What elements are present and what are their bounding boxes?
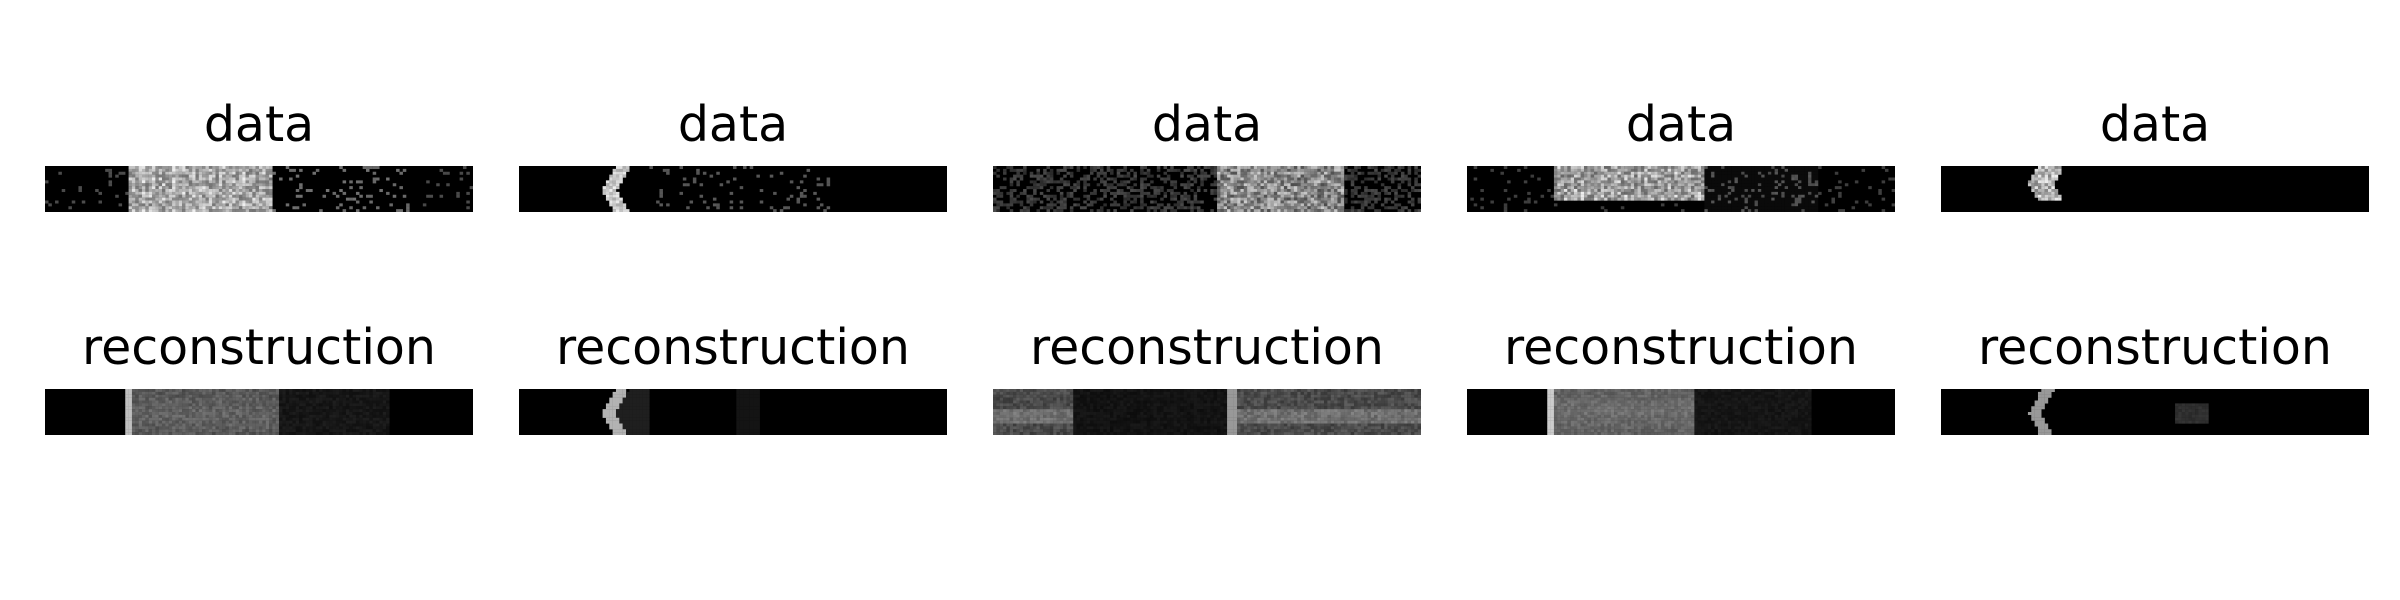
panel-title: reconstruction	[82, 319, 436, 376]
panel-title: reconstruction	[556, 319, 910, 376]
panel-title: reconstruction	[1030, 319, 1384, 376]
grayscale-image	[1941, 166, 2369, 212]
grayscale-image	[1467, 166, 1895, 212]
panel-title: data	[203, 96, 315, 153]
panel-title: data	[1625, 96, 1737, 153]
grayscale-image	[45, 389, 473, 435]
panel-title: reconstruction	[1978, 319, 2332, 376]
grayscale-image	[1941, 389, 2369, 435]
grayscale-image	[45, 166, 473, 212]
grayscale-image	[993, 389, 1421, 435]
panel-title: data	[2099, 96, 2211, 153]
panel-title: data	[1151, 96, 1263, 153]
grayscale-image	[993, 166, 1421, 212]
grayscale-image	[519, 389, 947, 435]
panel-title: reconstruction	[1504, 319, 1858, 376]
panel-title: data	[677, 96, 789, 153]
grayscale-image	[1467, 389, 1895, 435]
grayscale-image	[519, 166, 947, 212]
